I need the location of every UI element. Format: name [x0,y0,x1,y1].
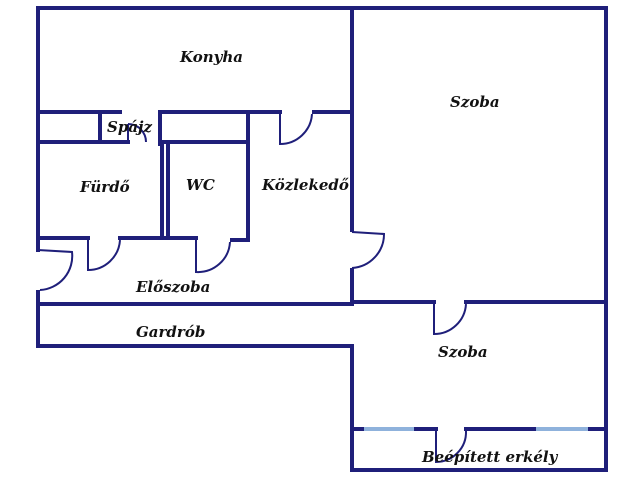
room-label-gardrob: Gardrób [136,323,205,341]
room-label-eloszoba: Előszoba [135,278,210,296]
room-label-furdo: Fürdő [79,178,130,196]
walls [36,6,608,472]
room-label-wc: WC [186,176,215,194]
doors [37,112,468,464]
door-bejarat [37,249,74,291]
door-spajz [127,123,147,143]
room-label-spajz: Spájz [107,118,152,136]
room-label-kozlekedo: Közlekedő [261,176,349,194]
door-szoba2 [433,302,467,336]
room-label-konyha: Konyha [179,48,243,66]
room-label-szoba-1: Szoba [450,93,500,111]
door-wc [195,240,231,274]
door-furdo [87,238,121,272]
door-kozlekedo-konyha [279,112,313,146]
room-label-erkely: Beépített erkély [421,448,559,466]
door-erkely [435,429,468,464]
room-labels: Konyha Spájz Fürdő WC Közlekedő Előszoba… [79,48,559,466]
room-label-szoba-2: Szoba [438,343,488,361]
door-szoba1 [351,231,386,269]
